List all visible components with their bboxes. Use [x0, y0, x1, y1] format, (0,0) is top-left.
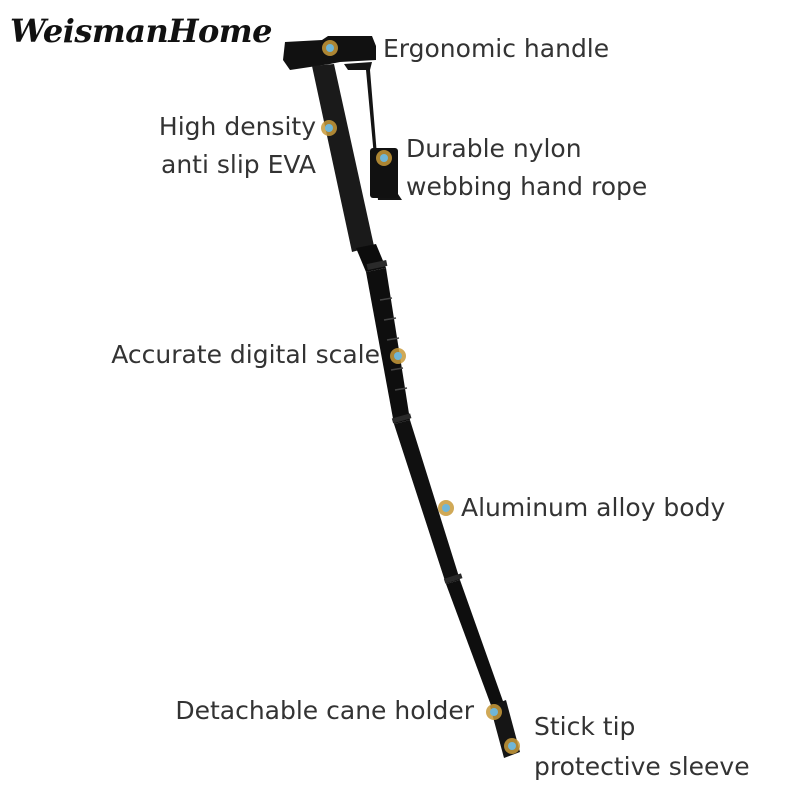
brand-logo: WeismanHome: [10, 12, 273, 50]
cane-shaft-middle: [366, 268, 410, 424]
marker-digital-scale: [390, 348, 406, 364]
label-ergonomic-handle: Ergonomic handle: [383, 34, 610, 63]
scale-tick: [383, 317, 397, 321]
marker-ergonomic-handle: [322, 40, 338, 56]
cane-shaft-bottom: [446, 580, 504, 708]
label-stick-tip-line2: protective sleeve: [534, 752, 750, 781]
marker-anti-slip-eva: [321, 120, 337, 136]
label-cane-holder: Detachable cane holder: [175, 696, 474, 725]
shaft-joint: [366, 259, 388, 271]
marker-hand-rope: [376, 150, 392, 166]
label-high-density-line1: High density: [158, 112, 316, 141]
label-high-density-line2: anti slip EVA: [161, 150, 316, 179]
label-durable-nylon-line1: Durable nylon: [406, 134, 582, 163]
label-aluminum-body: Aluminum alloy body: [461, 493, 726, 522]
marker-stick-tip: [504, 738, 520, 754]
marker-aluminum-body: [438, 500, 454, 516]
marker-cane-holder: [486, 704, 502, 720]
cane-shaft-lower: [394, 420, 460, 584]
hand-rope: [344, 62, 402, 200]
cane-grip: [312, 64, 374, 252]
label-digital-scale: Accurate digital scale: [111, 340, 380, 369]
scale-tick: [386, 337, 400, 341]
label-durable-nylon-line2: webbing hand rope: [406, 172, 648, 201]
shaft-joint: [391, 413, 412, 424]
shaft-joint: [443, 573, 463, 584]
scale-tick: [394, 387, 408, 391]
label-stick-tip-line1: Stick tip: [534, 712, 636, 741]
scale-tick: [379, 297, 393, 301]
scale-tick: [390, 367, 404, 371]
